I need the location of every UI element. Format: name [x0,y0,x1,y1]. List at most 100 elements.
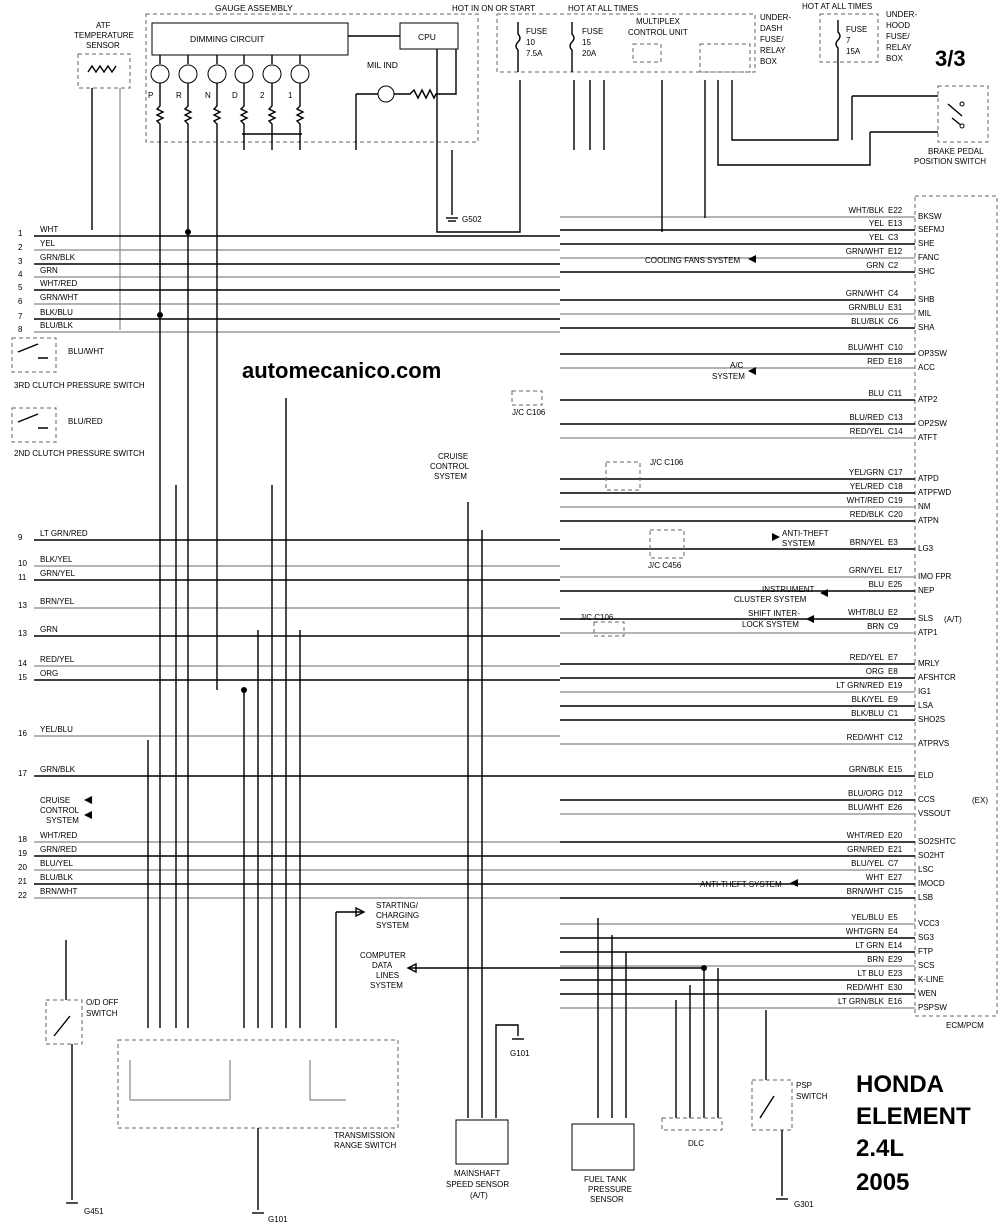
ecm-wire-color: BLK/YEL [852,695,885,704]
left-row-color: BLK/BLU [40,308,73,317]
starting-3: SYSTEM [376,921,409,930]
antitheft-top-1: ANTI-THEFT [782,529,829,538]
ecm-pin-number: C4 [888,289,899,298]
ecm-wire-color: BRN [867,955,884,964]
ecm-pin-number: E13 [888,219,903,228]
fuse10-amp: 7.5A [526,49,543,58]
ecm-wire-color: BLU [868,389,884,398]
ecm-wire-color: RED [867,357,884,366]
g502-ground: G502 [436,80,521,233]
ecm-pin-name: ATFT [918,433,938,442]
ecm-wire-color: BLU/RED [849,413,884,422]
ecm-pin-number: E18 [888,357,903,366]
vertical-wires [147,80,767,1118]
jc-c106-c: J/C C106 [580,613,614,622]
ecm-wire-color: RED/BLK [850,510,885,519]
ecm-pin-number: E22 [888,206,903,215]
left-row-color: ORG [40,669,58,678]
mainshaft-speed-sensor: MAINSHAFT SPEED SENSOR (A/T) G101 [446,1024,530,1200]
gear-led-label: N [205,91,211,100]
left-row-color: GRN/BLK [40,253,76,262]
clutch3-wire: BLU/WHT [68,347,104,356]
left-row-number: 9 [18,533,23,542]
brake-pedal-position-switch: BRAKE PEDAL POSITION SWITCH [717,62,989,166]
multiplex-label-2: CONTROL UNIT [628,28,688,37]
left-row-color: BLU/BLK [40,321,74,330]
ecm-pin-number: C7 [888,859,899,868]
ecm-wire-color: RED/WHT [847,983,884,992]
left-row-color: WHT [40,225,58,234]
underhood-2: HOOD [886,21,910,30]
ecm-pin-name: FANC [918,253,940,262]
page-number: 3/3 [935,46,966,71]
fuse15-amp: 20A [582,49,597,58]
ecm-pin-name: ATPD [918,474,939,483]
left-row-number: 22 [18,891,27,900]
trs-label-1: TRANSMISSION [334,1131,395,1140]
ecm-at-note: (A/T) [944,615,962,624]
junction-connectors: J/C C106 J/C C106 J/C C456 J/C C106 [511,390,685,637]
clutch-switch-2nd: 2ND CLUTCH PRESSURE SWITCH BLU/RED [11,407,145,458]
gear-led-label: 1 [288,91,293,100]
vehicle-line1: HONDA [856,1071,944,1098]
ecm-pin-name: SHB [918,295,934,304]
trs-label-2: RANGE SWITCH [334,1141,396,1150]
ecm-pin-name: IMOCD [918,879,945,888]
multiplex-label-1: MULTIPLEX [636,17,681,26]
ecm-pin-name: SLS [918,614,933,623]
g101-b-label: G101 [268,1215,288,1224]
fuse7-num: 7 [846,36,851,45]
cruise-top-1: CRUISE [438,452,468,461]
ecm-pin-name: MIL [918,309,932,318]
left-row-number: 1 [18,229,23,238]
ecm-wire-color: WHT/BLU [848,608,884,617]
ecm-wire-color: BLK/BLU [851,709,884,718]
psp-label-2: SWITCH [796,1092,828,1101]
left-row-number: 8 [18,325,23,334]
dlc-label: DLC [688,1139,704,1148]
clutch-switch-3rd: 3RD CLUTCH PRESSURE SWITCH BLU/WHT [11,337,145,390]
ecm-pin-number: C12 [888,733,903,742]
ecm-pin-name: SCS [918,961,934,970]
ecm-pin-number: E16 [888,997,903,1006]
fuse15-label: FUSE [582,27,603,36]
ecm-wire-color: GRN [866,261,884,270]
left-row-number: 13 [18,629,27,638]
ecm-pin-name: ELD [918,771,934,780]
fuel-tank-pressure-sensor: FUEL TANK PRESSURE SENSOR [571,1123,635,1204]
ecm-pin-number: E15 [888,765,903,774]
left-row-color: WHT/RED [40,831,78,840]
left-row-number: 21 [18,877,27,886]
ecm-wire-color: GRN/BLU [848,303,884,312]
ecm-pin-number: E27 [888,873,903,882]
ecm-pin-name: MRLY [918,659,940,668]
ecm-pin-number: E20 [888,831,903,840]
ecm-pin-number: E21 [888,845,903,854]
underdash-3: FUSE/ [760,35,784,44]
atf-label-1: ATF [96,21,111,30]
ecm-wire-color: YEL/RED [850,482,884,491]
g101-a-label: G101 [510,1049,530,1058]
fuse7-label: FUSE [846,25,867,34]
g502-label: G502 [462,215,482,224]
underdash-1: UNDER- [760,13,791,22]
ecm-pin-number: E12 [888,247,903,256]
ecm-pin-name: PSPSW [918,1003,947,1012]
ecm-wire-color: BLU/BLK [851,317,885,326]
gear-led-label: D [232,91,238,100]
od-off-switch: O/D OFF SWITCH G451 [45,940,119,1216]
left-row-color: GRN/WHT [40,293,78,302]
gauge-assembly: GAUGE ASSEMBLY DIMMING CIRCUIT CPU MIL I… [145,3,479,150]
left-row-color: LT GRN/RED [40,529,88,538]
ecm-wire-color: WHT/RED [847,496,885,505]
left-row-color: BLK/YEL [40,555,73,564]
cdl-1: COMPUTER [360,951,406,960]
cpu-label: CPU [418,32,436,42]
gear-led-icon [290,64,310,84]
ecm-pin-number: E17 [888,566,903,575]
mss-label-1: MAINSHAFT [454,1169,500,1178]
ecm-wire-color: RED/WHT [847,733,884,742]
gear-led-icon [262,64,282,84]
clutch2-label: 2ND CLUTCH PRESSURE SWITCH [14,449,145,458]
left-row-color: GRN/BLK [40,765,76,774]
